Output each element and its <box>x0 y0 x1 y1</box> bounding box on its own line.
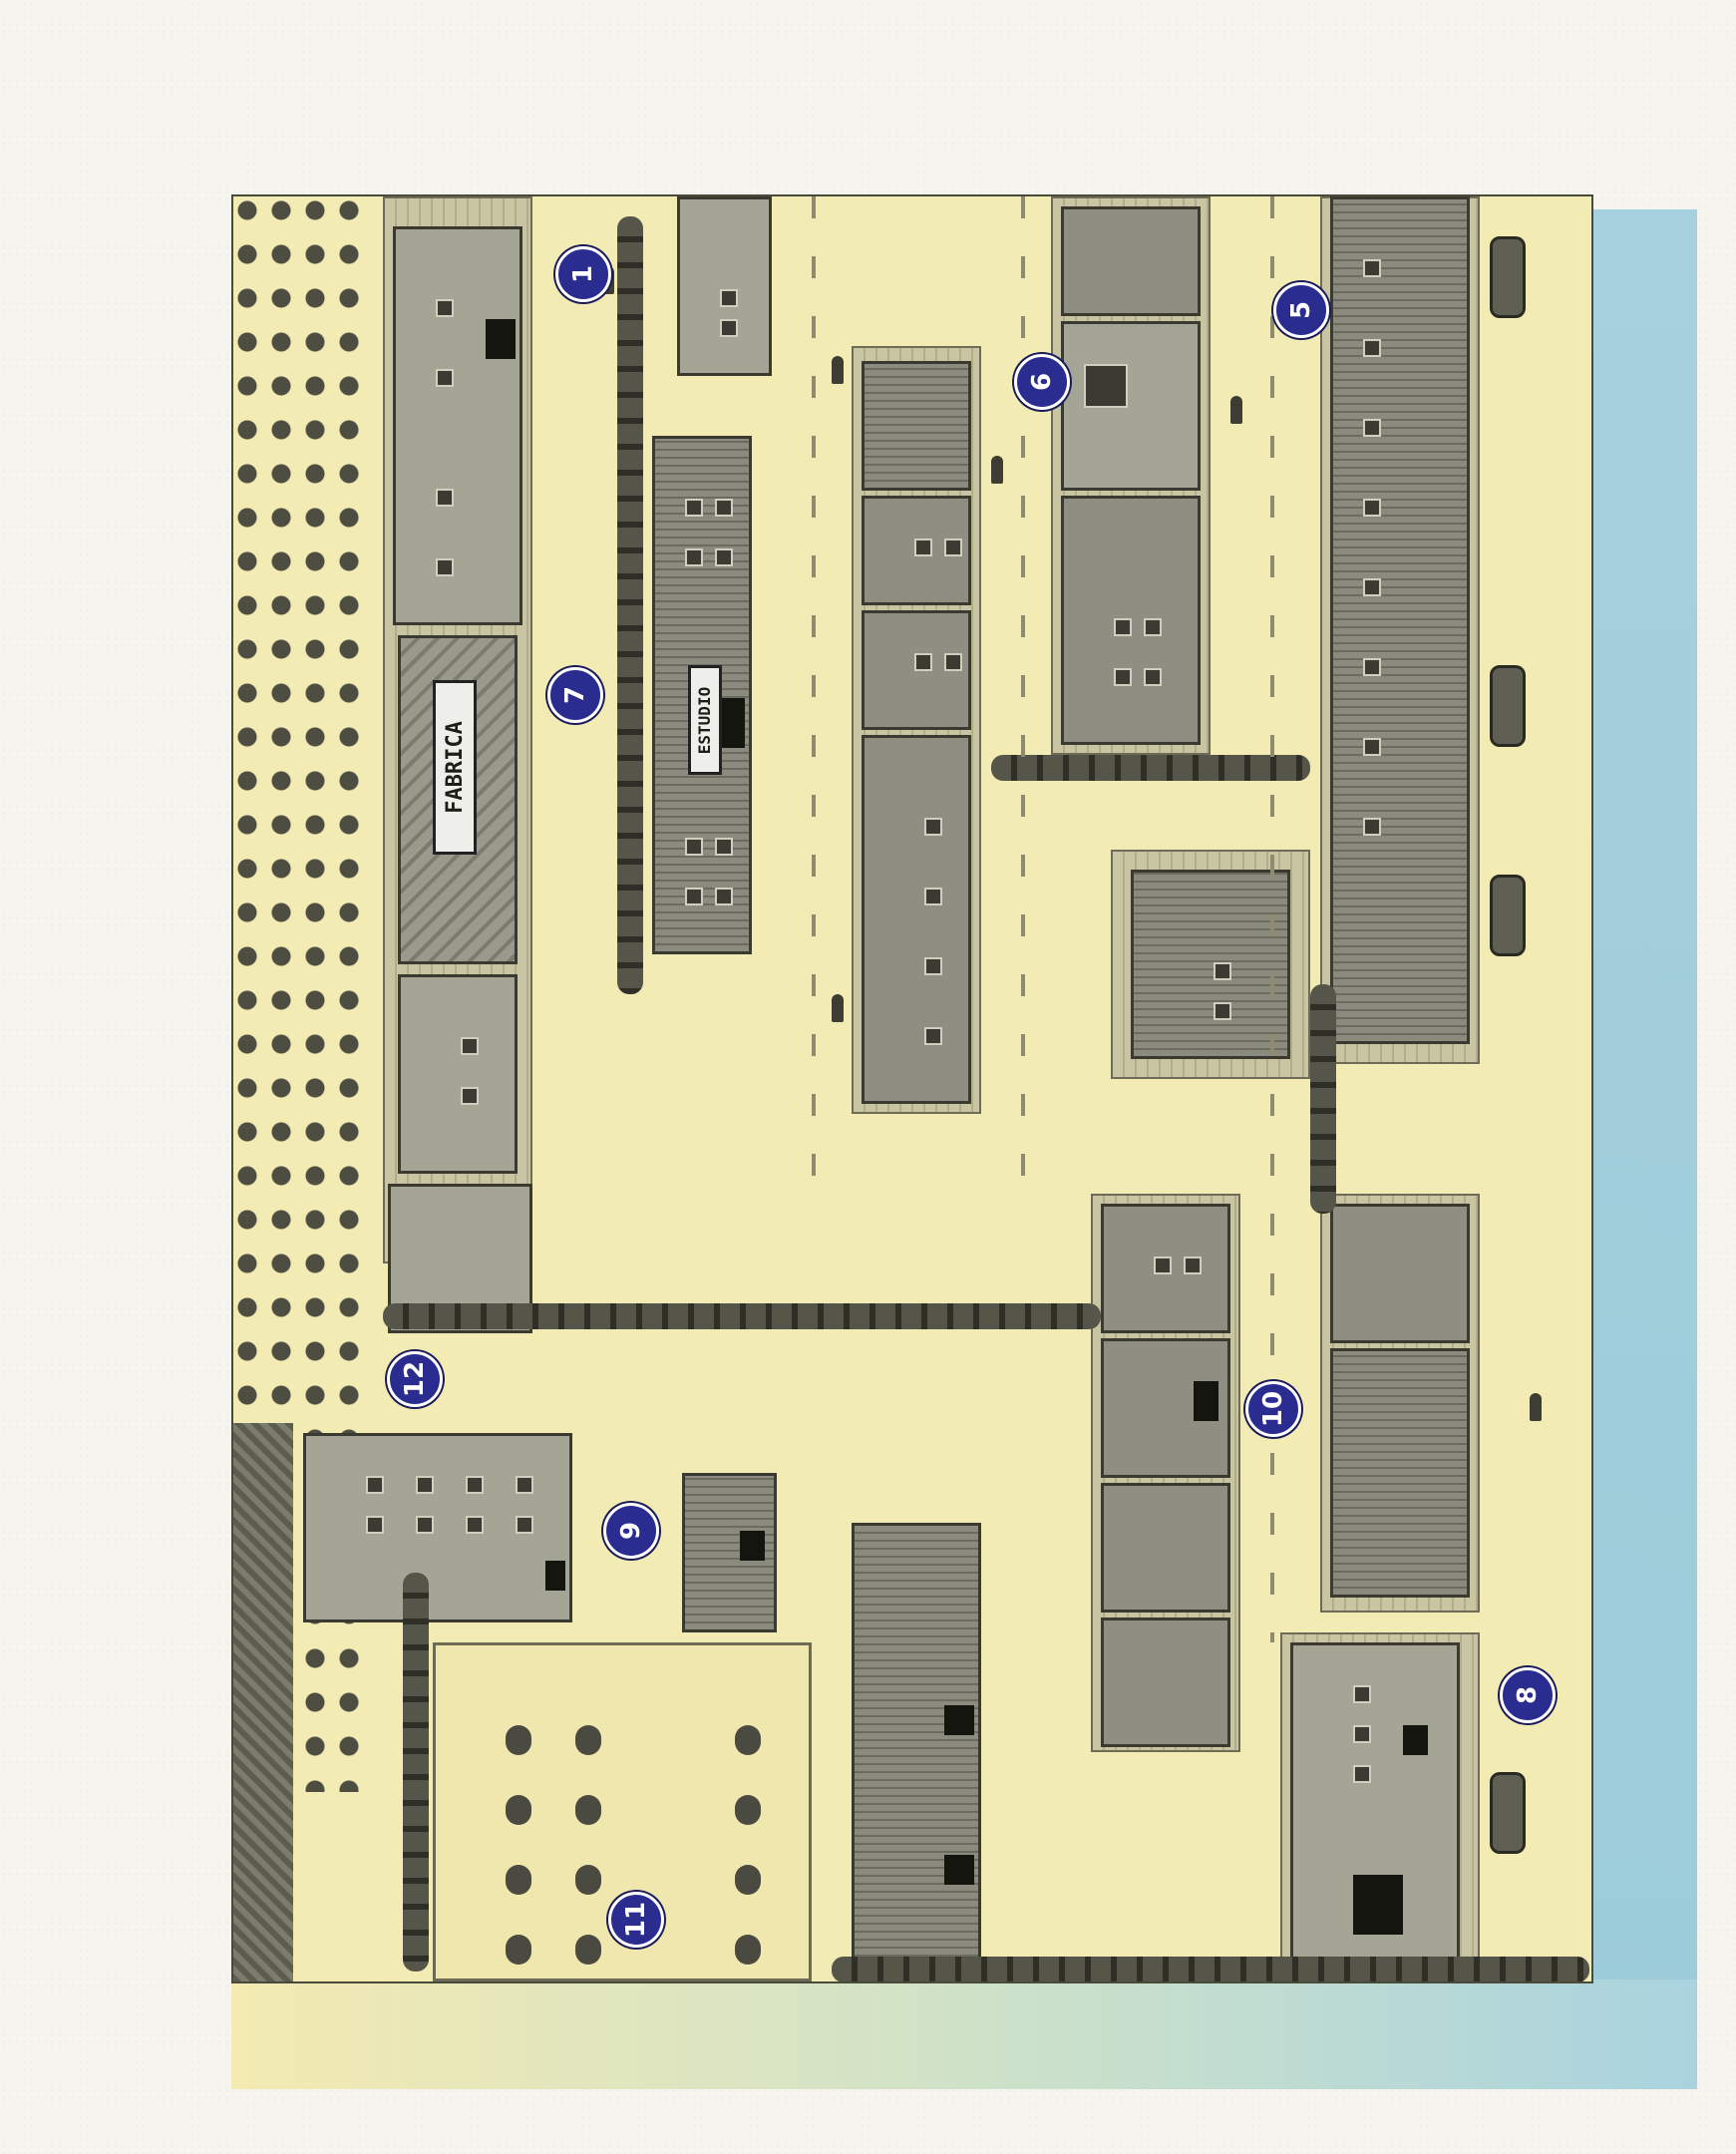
block-east-building-2 <box>862 496 971 605</box>
road-marking-3 <box>1270 196 1274 1642</box>
location-marker-12: 12 <box>387 1351 443 1407</box>
water-area <box>233 1423 293 1981</box>
tree-row-studio <box>617 216 643 994</box>
factory-building-north <box>393 226 522 625</box>
bus <box>1490 665 1526 747</box>
shop-building-1 <box>1061 206 1201 316</box>
block-10-building-2 <box>1101 1338 1230 1478</box>
block-10-east-building-1 <box>1330 1204 1470 1343</box>
person-sprite <box>1530 1393 1542 1421</box>
location-marker-11: 11 <box>608 1892 664 1948</box>
fabrica-sign-text: FABRICA <box>442 721 468 814</box>
block-east-building-1 <box>862 361 971 491</box>
station-building <box>1290 1642 1460 1972</box>
location-marker-10: 10 <box>1245 1381 1301 1437</box>
shop-building-3 <box>1061 496 1201 745</box>
block-10-building-3 <box>1101 1483 1230 1613</box>
block-east-building-4 <box>862 735 971 1104</box>
block-10-building-4 <box>1101 1617 1230 1747</box>
factory-building-south <box>398 974 518 1174</box>
park <box>433 1642 812 1981</box>
block-10-building-1 <box>1101 1204 1230 1333</box>
small-house-north <box>677 196 772 376</box>
location-marker-7: 7 <box>547 667 603 723</box>
location-marker-5: 5 <box>1273 282 1329 338</box>
estudio-sign-text: ESTUDIO <box>695 686 715 754</box>
block-east-building-3 <box>862 610 971 730</box>
road-marking-1 <box>812 196 816 1194</box>
person-sprite <box>832 356 844 384</box>
office-building <box>303 1433 572 1622</box>
decorative-blue-band-right <box>1589 209 1697 2089</box>
square-building <box>1131 870 1290 1059</box>
tree-row-bottom <box>832 1957 1589 1981</box>
person-sprite <box>832 994 844 1022</box>
location-marker-1: 1 <box>555 246 611 302</box>
fabrica-sign: FABRICA <box>433 680 477 855</box>
small-shed <box>682 1473 777 1632</box>
tree-row-central <box>383 1303 1101 1329</box>
shop-building-2 <box>1061 321 1201 491</box>
location-marker-6: 6 <box>1014 354 1070 410</box>
bus <box>1490 1772 1526 1854</box>
location-marker-9: 9 <box>603 1503 659 1559</box>
estudio-sign: ESTUDIO <box>688 665 722 775</box>
location-marker-8: 8 <box>1500 1667 1556 1723</box>
person-sprite <box>1230 396 1242 424</box>
bus <box>1490 875 1526 956</box>
block-10-east-building-2 <box>1330 1348 1470 1598</box>
road-marking-2 <box>1021 196 1025 1194</box>
tree-row-park-west <box>403 1573 429 1972</box>
warehouse-building <box>852 1523 981 1981</box>
tree-row-mid <box>991 755 1310 781</box>
person-sprite <box>991 456 1003 484</box>
tree-row-east <box>1310 984 1336 1214</box>
decorative-gradient-band-bottom <box>231 1979 1697 2089</box>
bus <box>1490 236 1526 318</box>
town-map: FABRICA ESTUDIO 1 5 6 7 8 9 10 11 <box>231 194 1593 1983</box>
long-building <box>1330 196 1470 1044</box>
